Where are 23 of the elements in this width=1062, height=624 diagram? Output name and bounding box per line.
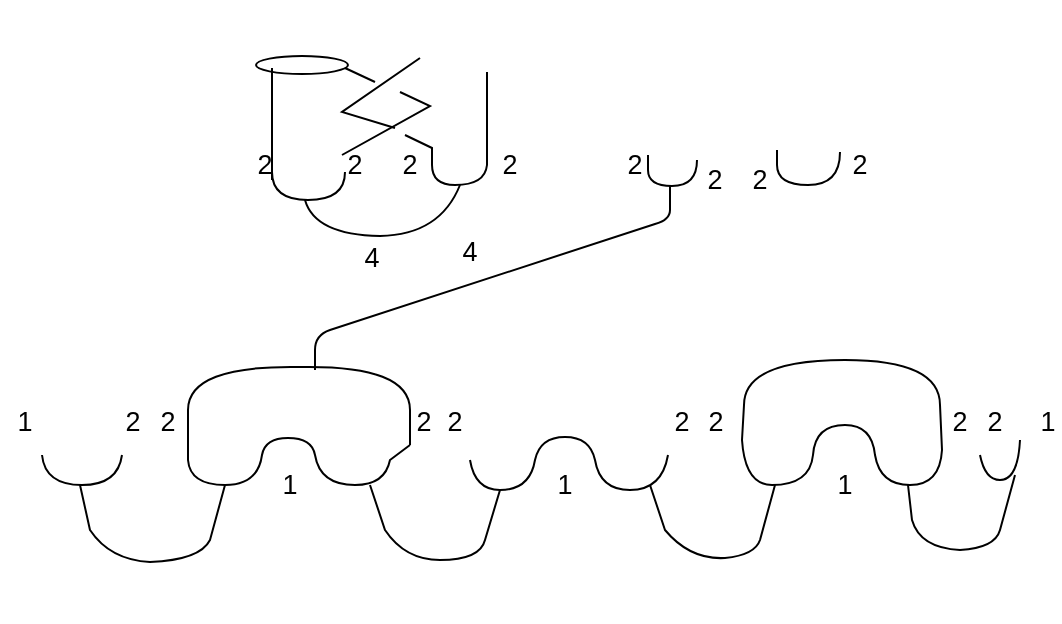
strand-weight: 2: [952, 408, 968, 436]
strand-weight: 1: [282, 471, 298, 499]
strand-weight: 2: [987, 408, 1003, 436]
strand-weight: 2: [447, 408, 463, 436]
strand-weight: 4: [364, 244, 380, 272]
strand-weight: 2: [416, 408, 432, 436]
strand-weight: 2: [125, 408, 141, 436]
strand-weight: 2: [402, 151, 418, 179]
strand-weight: 1: [557, 471, 573, 499]
strand-weight: 2: [257, 151, 273, 179]
strand-weight: 2: [347, 151, 363, 179]
strand-weight: 1: [17, 408, 33, 436]
strand-weight: 1: [837, 471, 853, 499]
strand-weight: 2: [708, 408, 724, 436]
strand-weight: 2: [707, 166, 723, 194]
strand-weight: 1: [1040, 408, 1056, 436]
strand-weight: 2: [627, 151, 643, 179]
strand-weight: 2: [752, 166, 768, 194]
strand-weight: 2: [852, 151, 868, 179]
strand-weight: 2: [160, 408, 176, 436]
strand-weight: 2: [674, 408, 690, 436]
strand-weight: 4: [462, 238, 478, 266]
strand-weight: 2: [502, 151, 518, 179]
